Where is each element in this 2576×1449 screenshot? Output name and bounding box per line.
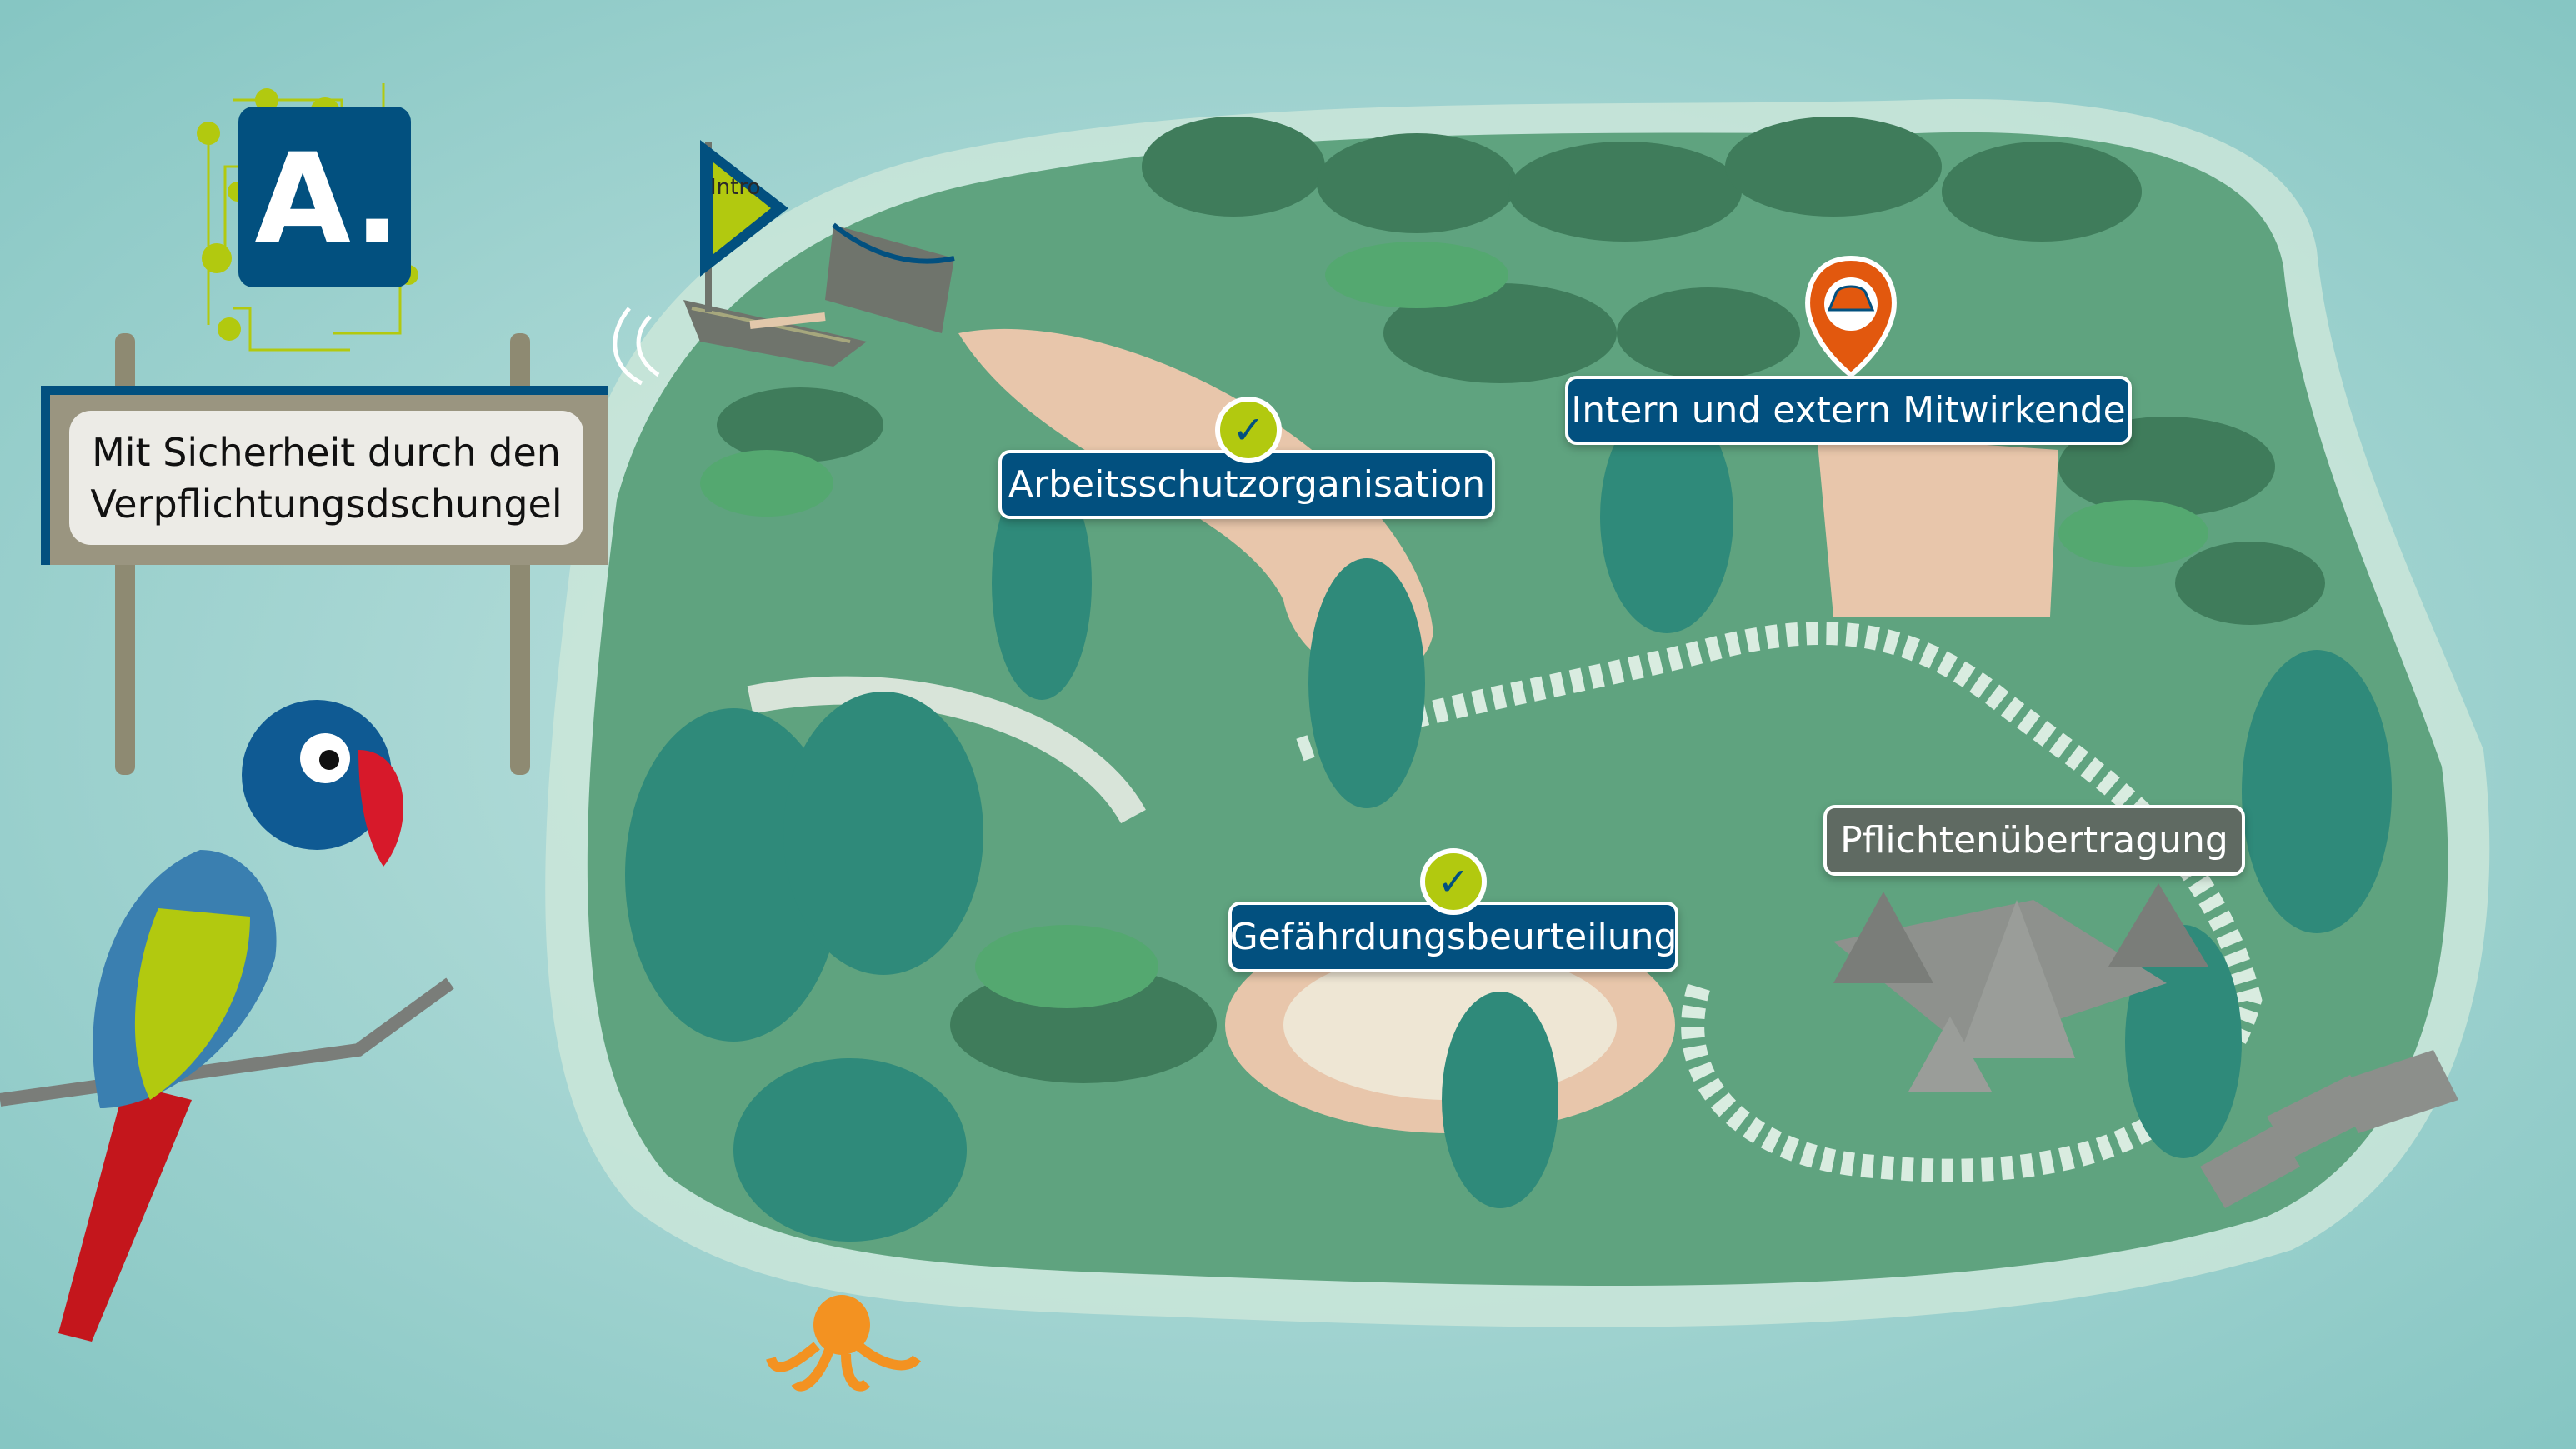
title-sign: Mit Sicherheit durch den Verpflichtungsd…	[69, 411, 583, 545]
sign-line-1: Mit Sicherheit durch den	[92, 429, 561, 475]
logo-letter: A.	[254, 127, 401, 272]
parrot	[0, 700, 454, 1342]
intro-button[interactable]: Intro	[710, 175, 761, 200]
octopus	[766, 1295, 921, 1392]
logo	[197, 83, 418, 352]
station-gefaehrdungsbeurteilung[interactable]: Gefährdungsbeurteilung	[1228, 902, 1678, 972]
intro-flag	[700, 140, 788, 312]
eha-letters	[2200, 1050, 2458, 1208]
rowing-boat	[613, 300, 867, 386]
completed-check-icon: ✓	[1420, 848, 1487, 915]
station-intern-und-extern-mitwirkende[interactable]: Intern und extern Mitwirkende	[1565, 376, 2132, 445]
completed-check-icon: ✓	[1215, 397, 1282, 463]
fortress-building	[1833, 883, 2208, 1092]
station-pflichtenuebertragung[interactable]: Pflichtenübertragung	[1823, 805, 2245, 876]
location-pin-icon	[1805, 255, 1897, 378]
station-arbeitsschutzorganisation[interactable]: Arbeitsschutzorganisation	[998, 450, 1495, 519]
dock	[825, 222, 955, 333]
sign-line-2: Verpflichtungsdschungel	[90, 481, 563, 527]
